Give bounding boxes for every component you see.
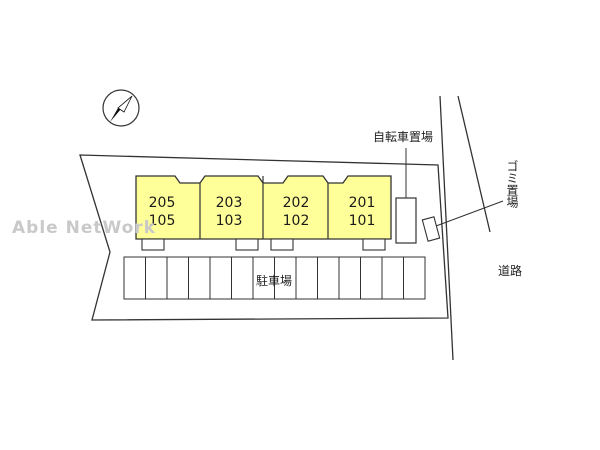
bicycle-parking — [395, 197, 417, 244]
unit-upper-number: 205 — [149, 195, 176, 211]
parking-space — [231, 256, 254, 300]
entrance-step — [235, 238, 259, 251]
parking-space — [381, 256, 404, 300]
parking-lot-label: 駐車場 — [256, 273, 292, 288]
parking-space — [166, 256, 189, 300]
unit-lower-number: 102 — [283, 213, 310, 229]
parking-space — [317, 256, 340, 300]
compass-north-arrow-icon — [102, 89, 140, 127]
unit-lower-number: 103 — [216, 213, 243, 229]
unit-upper-number: 203 — [216, 195, 243, 211]
entrance-step — [270, 238, 294, 251]
parking-space — [188, 256, 211, 300]
unit-labels: 205 105 203 103 202 102 201 101 — [149, 195, 376, 229]
watermark-text: Able NetWork — [12, 218, 156, 238]
parking-space — [338, 256, 361, 300]
parking-space — [403, 256, 426, 300]
garbage-area-leader-line — [435, 200, 504, 227]
parking-space — [123, 256, 146, 300]
unit-lower-number: 101 — [349, 213, 376, 229]
road-line-left — [439, 95, 454, 361]
building — [135, 175, 392, 240]
road-line-right — [457, 95, 491, 233]
garbage-area-label: ゴミ置場 — [505, 159, 519, 209]
parking-lot — [123, 256, 426, 300]
parking-space — [360, 256, 383, 300]
unit-upper-number: 202 — [283, 195, 310, 211]
parking-space — [295, 256, 318, 300]
entrance-step — [141, 238, 165, 251]
unit-lower-number: 105 — [149, 213, 176, 229]
entrance-steps — [141, 238, 386, 251]
parking-space — [145, 256, 168, 300]
entrance-step — [362, 238, 386, 251]
unit-upper-number: 201 — [349, 195, 376, 211]
parking-space — [209, 256, 232, 300]
road-label: 道路 — [498, 263, 522, 278]
bicycle-parking-label: 自転車置場 — [373, 130, 433, 144]
garbage-area — [421, 216, 441, 242]
